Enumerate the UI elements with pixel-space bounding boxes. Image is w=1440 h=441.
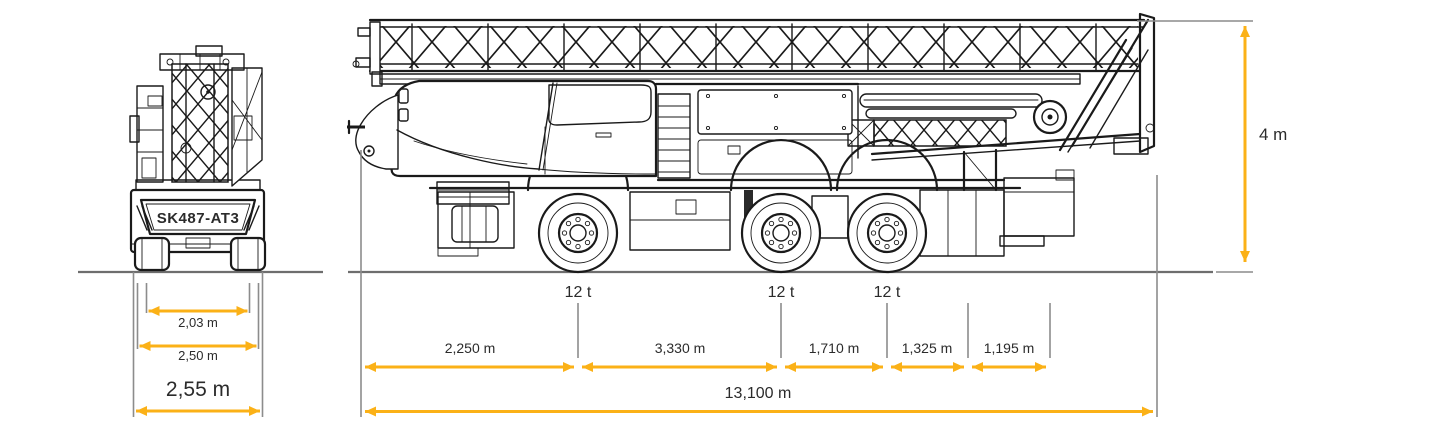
body-width-label: 2,50 m bbox=[178, 348, 218, 363]
front-view-dimensions: 2,03 m 2,50 m 2,55 m bbox=[132, 272, 264, 417]
wheel-rear bbox=[846, 192, 928, 274]
rear-bodywork bbox=[654, 82, 1006, 182]
front-view-body: SK487-AT3 bbox=[129, 188, 266, 254]
side-view-dimensions: 12 t 12 t 12 t 2,250 m 3,330 m 1,710 m 1… bbox=[360, 20, 1287, 417]
wheel-front bbox=[537, 192, 619, 274]
axle-load-3: 12 t bbox=[874, 284, 901, 301]
wheel-middle bbox=[740, 192, 822, 274]
riveted-panel bbox=[697, 89, 853, 135]
overall-height-label: 4 m bbox=[1259, 125, 1287, 144]
segment-label-4: 1,325 m bbox=[902, 340, 953, 356]
segment-label-1: 2,250 m bbox=[445, 340, 496, 356]
access-ladder bbox=[657, 93, 691, 179]
cab bbox=[347, 79, 658, 243]
model-plate bbox=[139, 198, 257, 236]
overall-length-label: 13,100 m bbox=[725, 385, 792, 402]
lattice-boom bbox=[352, 18, 1146, 75]
overall-width-label: 2,55 m bbox=[166, 378, 230, 401]
segment-label-3: 1,710 m bbox=[809, 340, 860, 356]
front-view-superstructure bbox=[129, 45, 263, 193]
side-view-drawing bbox=[347, 12, 1156, 274]
axle-load-2: 12 t bbox=[768, 284, 795, 301]
cab-window bbox=[548, 84, 652, 126]
front-view-drawing: SK487-AT3 bbox=[129, 45, 267, 272]
segment-label-2: 3,330 m bbox=[655, 340, 706, 356]
front-view-wheels bbox=[133, 236, 267, 272]
track-width-label: 2,03 m bbox=[178, 315, 218, 330]
side-view-wheels bbox=[537, 192, 928, 274]
winch-drum bbox=[1032, 99, 1068, 135]
segment-label-5: 1,195 m bbox=[984, 340, 1035, 356]
axle-load-1: 12 t bbox=[565, 284, 592, 301]
model-label: SK487-AT3 bbox=[157, 210, 240, 227]
